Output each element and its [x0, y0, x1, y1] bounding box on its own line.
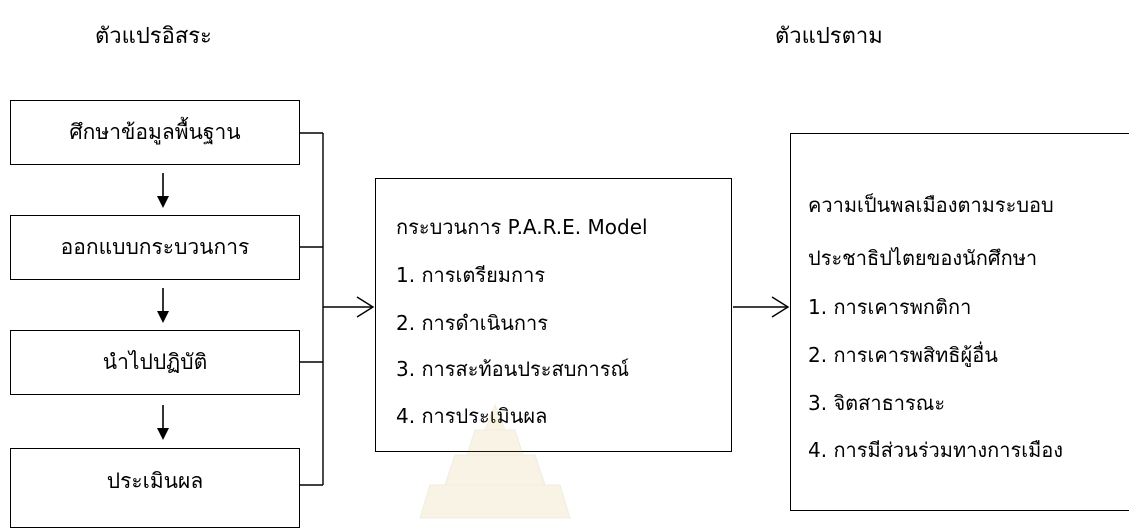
step-box-implement: นำไปปฏิบัติ — [10, 330, 300, 395]
arrow-to-middle — [323, 296, 375, 318]
pare-model-title: กระบวนการ P.A.R.E. Model — [396, 215, 648, 239]
dependent-variable-header: ตัวแปรตาม — [775, 24, 883, 49]
outcome-title-line1: ความเป็นพลเมืองตามระบอบ — [808, 193, 1054, 217]
pare-step-item: 1. การเตรียมการ — [396, 263, 546, 287]
independent-variable-header: ตัวแปรอิสระ — [95, 24, 212, 49]
step-box-design-process: ออกแบบกระบวนการ — [10, 215, 300, 280]
arrow-to-right — [733, 296, 790, 318]
outcome-item: 1. การเคารพกติกา — [808, 295, 972, 319]
step-label: ประเมินผล — [106, 468, 204, 493]
step-box-study-background: ศึกษาข้อมูลพื้นฐาน — [10, 100, 300, 165]
step-label: ออกแบบกระบวนการ — [60, 235, 250, 259]
outcome-item: 2. การเคารพสิทธิผู้อื่น — [808, 343, 998, 367]
bracket-lines — [300, 132, 324, 486]
pare-step-item: 2. การดำเนินการ — [396, 311, 549, 335]
outcome-item: 3. จิตสาธารณะ — [808, 391, 946, 415]
down-arrow-3 — [157, 405, 169, 440]
outcome-title-line2: ประชาธิปไตยของนักศึกษา — [808, 246, 1038, 270]
citizenship-outcome-box: ความเป็นพลเมืองตามระบอบ ประชาธิปไตยของนั… — [790, 133, 1129, 511]
step-label: นำไปปฏิบัติ — [102, 350, 208, 374]
pare-step-item: 4. การประเมินผล — [396, 404, 548, 428]
pare-step-item: 3. การสะท้อนประสบการณ์ — [396, 357, 630, 381]
step-label: ศึกษาข้อมูลพื้นฐาน — [69, 120, 241, 144]
step-box-evaluate: ประเมินผล — [10, 448, 300, 528]
pare-model-box: กระบวนการ P.A.R.E. Model 1. การเตรียมการ… — [375, 178, 732, 452]
down-arrow-1 — [157, 173, 169, 208]
university-emblem-watermark — [419, 403, 571, 519]
outcome-item: 4. การมีส่วนร่วมทางการเมือง — [808, 438, 1064, 462]
down-arrow-2 — [157, 288, 169, 323]
